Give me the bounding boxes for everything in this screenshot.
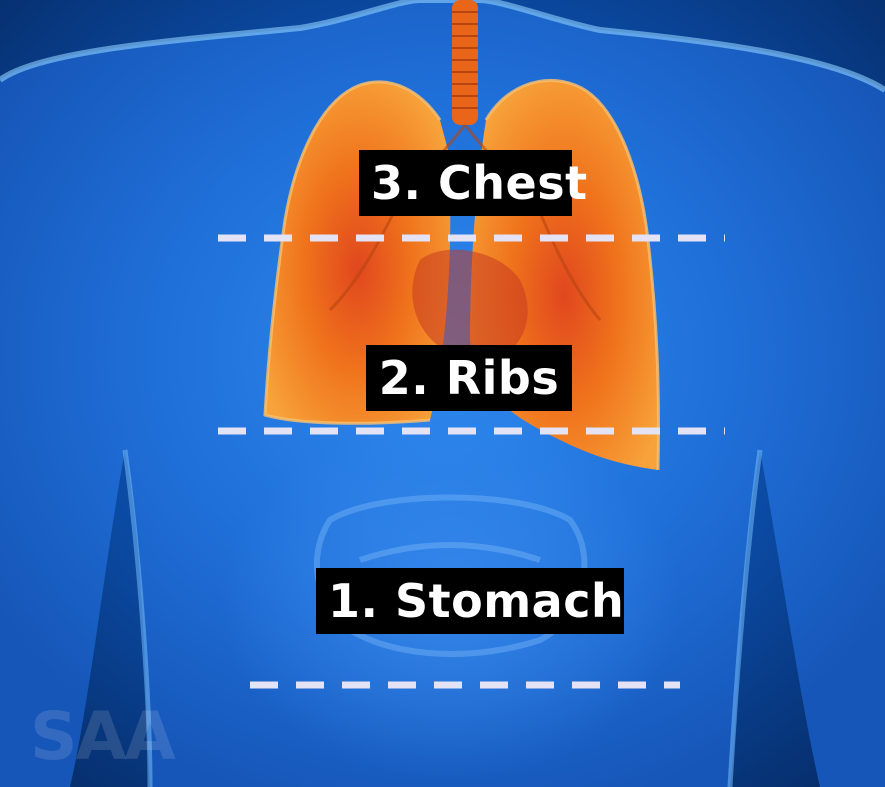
watermark-logo: SAA [30,702,174,772]
ribs-label: 2. Ribs [366,345,572,411]
chest-label: 3. Chest [359,150,572,216]
stomach-label: 1. Stomach [316,568,624,634]
trachea [452,0,478,125]
